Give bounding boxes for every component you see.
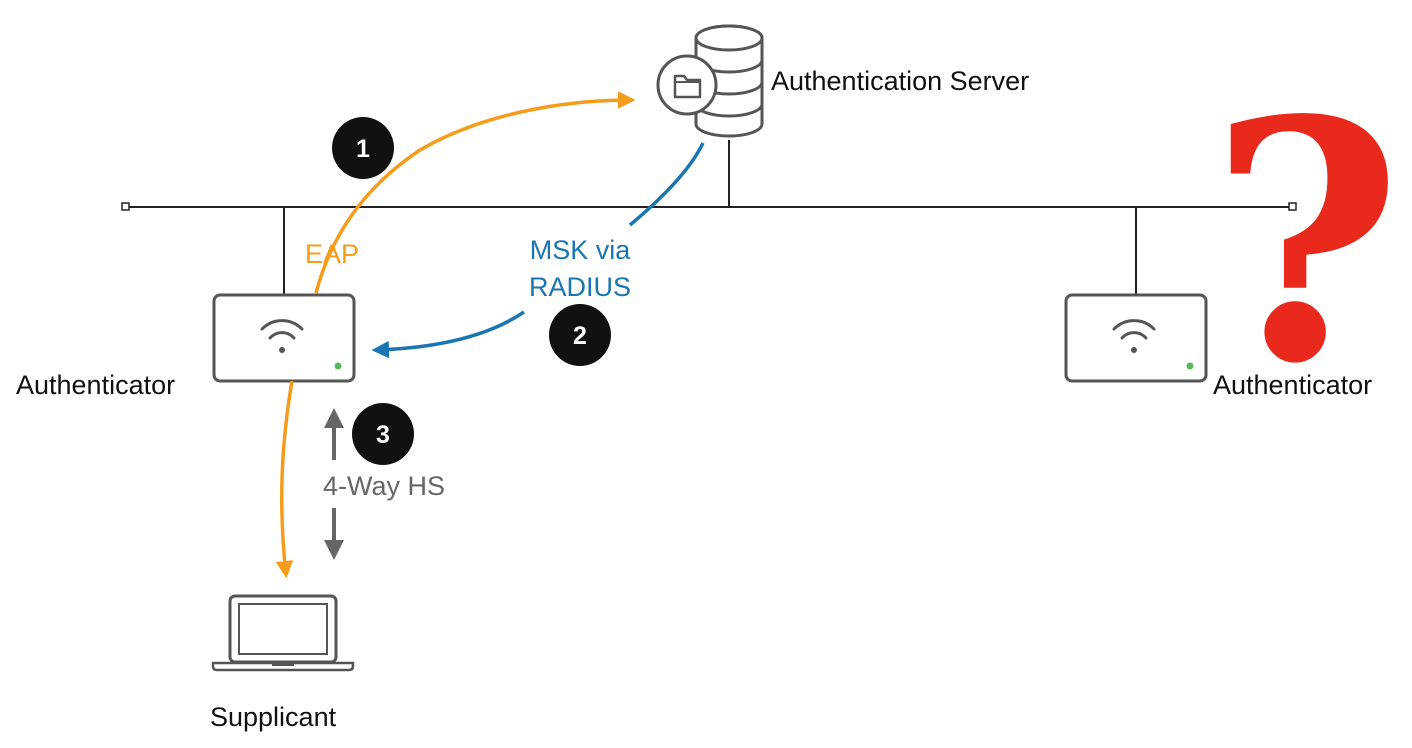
msk-flow-arrow (371, 310, 525, 359)
status-led (1186, 362, 1194, 370)
step-badge-2-number: 2 (573, 322, 587, 350)
eap-label: EAP (305, 239, 359, 269)
handshake-label: 4-Way HS (323, 471, 445, 501)
backbone-left-terminator (121, 202, 130, 211)
authenticator-left-label: Authenticator (16, 370, 175, 400)
step-badge-1: 1 (332, 117, 394, 179)
auth-server-label: Authentication Server (771, 66, 1029, 96)
step-badge-3: 3 (352, 403, 414, 465)
eap-to-supplicant-arrow (275, 380, 294, 579)
network-backbone (121, 140, 1297, 295)
status-led (334, 362, 342, 370)
msk-flow-upper (628, 142, 705, 227)
step-badge-3-number: 3 (376, 421, 390, 449)
wifi-access-point-icon (212, 293, 356, 383)
msk-label-line1: MSK via (530, 235, 632, 265)
msk-label-line2: RADIUS (529, 272, 631, 302)
eap-flow-arrow (314, 91, 636, 294)
wifi-access-point-icon (1064, 293, 1208, 383)
step-badge-1-number: 1 (356, 135, 370, 163)
database-server-icon (656, 24, 764, 138)
question-mark-icon: ? (1209, 48, 1402, 436)
supplicant-label: Supplicant (210, 702, 337, 732)
laptop-icon (211, 594, 355, 672)
authenticator-right-label: Authenticator (1213, 370, 1372, 400)
step-badge-2: 2 (549, 304, 611, 366)
backbone-right-terminator (1288, 202, 1297, 211)
